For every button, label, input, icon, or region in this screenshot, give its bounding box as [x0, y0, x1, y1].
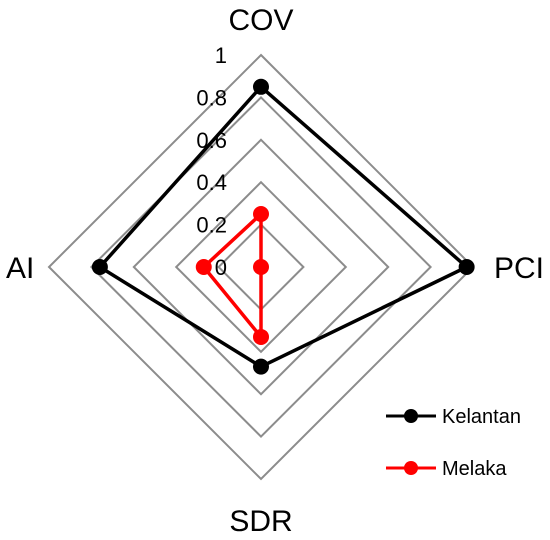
tick-label-2: 0.4 — [196, 170, 227, 195]
chart-legend: Kelantan Melaka — [386, 406, 521, 480]
chart-grid — [47, 53, 475, 481]
radial-tick-labels: 0 0.2 0.4 0.6 0.8 1 — [196, 43, 227, 280]
grid-ring-5 — [47, 53, 475, 481]
grid-ring-3 — [132, 138, 390, 396]
grid-ring-2 — [174, 180, 348, 354]
legend-marker-melaka — [404, 461, 418, 475]
data-point-kelantan-sdr — [253, 358, 269, 375]
tick-label-0: 0 — [215, 255, 227, 280]
legend-item-melaka: Melaka — [386, 458, 507, 480]
series-line-kelantan — [98, 85, 469, 369]
legend-label-kelantan: Kelantan — [442, 406, 521, 428]
data-point-melaka-pci — [253, 259, 269, 275]
axis-label-pci: PCI — [494, 252, 544, 285]
legend-item-kelantan: Kelantan — [386, 406, 521, 428]
grid-ring-4 — [89, 95, 433, 439]
data-point-melaka-sdr — [253, 328, 269, 345]
data-point-kelantan-pci — [458, 259, 475, 275]
data-point-melaka-cov — [253, 206, 269, 222]
tick-label-5: 1 — [215, 43, 227, 68]
data-point-kelantan-ai — [91, 259, 108, 275]
data-point-kelantan-cov — [253, 78, 269, 95]
axis-label-sdr: SDR — [229, 505, 292, 538]
axis-label-ai: AI — [6, 252, 34, 285]
chart-series — [91, 78, 475, 375]
tick-label-1: 0.2 — [196, 213, 227, 238]
legend-marker-kelantan — [404, 409, 418, 423]
legend-label-melaka: Melaka — [442, 458, 507, 480]
data-point-melaka-ai — [195, 259, 212, 275]
axis-label-cov: COV — [228, 4, 293, 37]
tick-label-4: 0.8 — [196, 85, 227, 110]
tick-label-3: 0.6 — [196, 128, 227, 153]
